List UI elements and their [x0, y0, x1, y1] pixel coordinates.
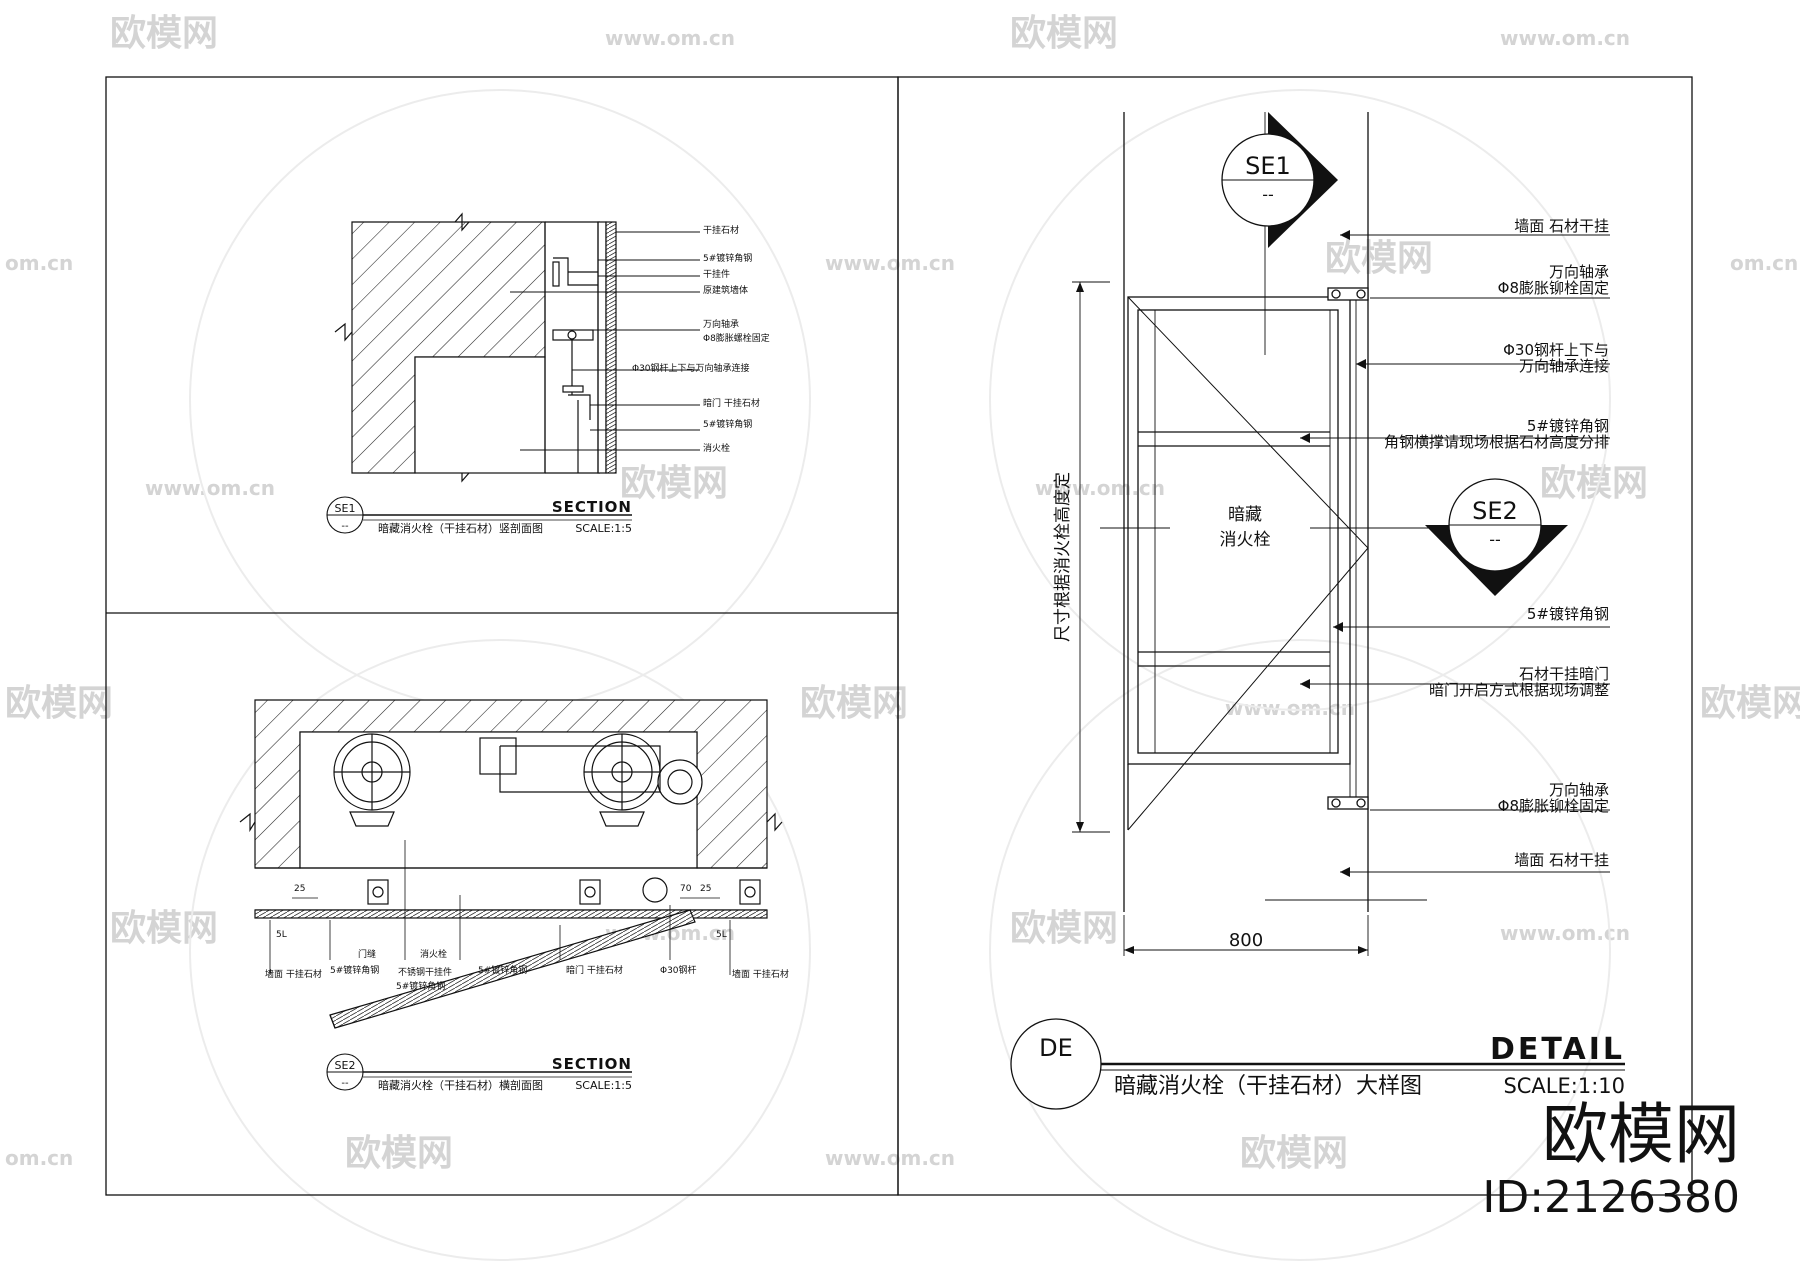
- sheet-frames: [105, 76, 1693, 1196]
- watermark-text-2: 欧模网: [1010, 13, 1118, 54]
- detail-elevation-drawing: [1072, 112, 1610, 956]
- detail-leader-arrows: [1076, 230, 1368, 954]
- watermark-text-5: www.om.cn: [825, 251, 955, 275]
- detail-title: 暗藏消火栓（干挂石材）大样图: [1114, 1074, 1422, 1099]
- se1-tag-dash: --: [341, 521, 349, 532]
- se2-dim-0: 25: [294, 884, 306, 894]
- se1-label-5: Φ8膨胀螺栓固定: [703, 334, 770, 344]
- watermark-text-21: om.cn: [5, 1146, 73, 1170]
- se1-label-4: 万向轴承: [703, 320, 740, 330]
- detail-label-angle-steel-2: 5#镀锌角钢: [1526, 605, 1609, 623]
- se2-label-3: 墙面 干挂石材: [265, 970, 322, 980]
- watermark-text-1: www.om.cn: [605, 26, 735, 50]
- se2-label-6: 5#镀锌角钢: [396, 982, 446, 992]
- detail-label-hinge-bottom: 万向轴承 Φ8膨胀铆栓固定: [1497, 781, 1609, 815]
- se1-section-label: SECTION: [552, 498, 632, 516]
- se1-title: 暗藏消火栓（干挂石材）竖剖面图: [378, 521, 543, 535]
- se1-label-1: 5#镀锌角钢: [703, 254, 753, 264]
- se2-tag-dash: --: [341, 1078, 349, 1089]
- se2-label-4: 5#镀锌角钢: [478, 966, 528, 976]
- se2-section-label: SECTION: [552, 1055, 632, 1073]
- detail-width-dim: 800: [1229, 930, 1263, 951]
- watermark-text-4: om.cn: [5, 251, 73, 275]
- se1-label-3: 原建筑墙体: [703, 286, 749, 296]
- se1-label-2: 干挂件: [703, 270, 731, 280]
- se1-label-0: 干挂石材: [703, 226, 740, 236]
- se1-label-8: 5#镀锌角钢: [703, 420, 753, 430]
- watermark-text-19: 欧模网: [1010, 908, 1118, 949]
- se1-label-6: Φ30钢杆上下与万向轴承连接: [632, 364, 750, 374]
- se1-section-drawing: [334, 212, 700, 483]
- detail-se1-dash: --: [1262, 185, 1274, 204]
- se2-dim-2: 25: [700, 884, 712, 894]
- se2-label-1: 消火栓: [420, 950, 448, 960]
- watermark-arc-2: [189, 639, 811, 1261]
- detail-label: DETAIL: [1490, 1032, 1625, 1067]
- detail-title-block: DE DETAIL 暗藏消火栓（干挂石材）大样图 SCALE:1:10: [1010, 1018, 1625, 1110]
- se2-dim-3: 5L: [276, 930, 287, 940]
- se2-scale: SCALE:1:5: [575, 1079, 632, 1092]
- watermark-text-12: 欧模网: [5, 683, 113, 724]
- detail-se2-callout: SE2 --: [1425, 478, 1568, 596]
- watermark-text-17: 欧模网: [110, 908, 218, 949]
- detail-se1-callout: SE1 --: [1221, 112, 1338, 248]
- se2-label-8: Φ30钢杆: [660, 966, 697, 976]
- se2-title: 暗藏消火栓（干挂石材）横剖面图: [378, 1078, 543, 1092]
- detail-label-hidden-door: 石材干挂暗门 暗门开启方式根据现场调整: [1428, 665, 1609, 699]
- detail-scale: SCALE:1:10: [1503, 1074, 1625, 1098]
- watermark-brand-large: 欧模网: [1542, 1096, 1740, 1173]
- watermark-layer: 欧模网 www.om.cn 欧模网 www.om.cn om.cn www.om.cn 欧模…: [5, 13, 1800, 1261]
- detail-center-text-1: 暗藏: [1228, 505, 1262, 525]
- watermark-arc-3: [989, 639, 1611, 1261]
- se2-label-9: 墙面 干挂石材: [732, 970, 789, 980]
- watermark-text-24: 欧模网: [1240, 1133, 1348, 1174]
- watermark-text-16: 欧模网: [1700, 683, 1800, 724]
- detail-label-rod: Φ30钢杆上下与 万向轴承连接: [1503, 341, 1609, 375]
- se1-tag: SE1: [335, 502, 356, 515]
- se2-dim-4: 5L: [716, 930, 727, 940]
- se2-section-drawing: [239, 699, 783, 1029]
- watermark-text-0: 欧模网: [110, 13, 218, 54]
- se1-scale: SCALE:1:5: [575, 522, 632, 535]
- watermark-text-10: www.om.cn: [1035, 476, 1165, 500]
- se1-label-7: 暗门 干挂石材: [703, 399, 760, 409]
- detail-se2-tag: SE2: [1472, 497, 1518, 525]
- detail-center-text-2: 消火栓: [1220, 530, 1271, 550]
- se2-dim-1: 70: [680, 884, 692, 894]
- se2-label-0: 门缝: [358, 950, 377, 960]
- se1-title-block: SE1 -- SECTION 暗藏消火栓（干挂石材）竖剖面图 SCALE:1:5: [326, 496, 632, 535]
- watermark-arc-1: [989, 89, 1611, 711]
- watermark-text-8: 欧模网: [620, 463, 728, 504]
- detail-label-wall-top: 墙面 石材干挂: [1514, 217, 1609, 235]
- se1-label-9: 消火栓: [703, 444, 731, 454]
- detail-label-angle-steel: 5#镀锌角钢 角钢横撑请现场根据石材高度分排: [1383, 417, 1609, 451]
- se2-label-2: 5#镀锌角钢: [330, 966, 380, 976]
- detail-vertical-dim: 尺寸根据消火栓高度定: [1053, 472, 1073, 642]
- watermark-text-22: 欧模网: [345, 1133, 453, 1174]
- se2-title-block: SE2 -- SECTION 暗藏消火栓（干挂石材）横剖面图 SCALE:1:5: [326, 1053, 632, 1092]
- watermark-text-23: www.om.cn: [825, 1146, 955, 1170]
- detail-tag: DE: [1039, 1034, 1073, 1062]
- detail-se1-tag: SE1: [1245, 152, 1291, 180]
- watermark-text-13: 欧模网: [800, 683, 908, 724]
- watermark-text-6: 欧模网: [1325, 238, 1433, 279]
- se2-label-7: 暗门 干挂石材: [566, 966, 623, 976]
- watermark-text-7: om.cn: [1730, 251, 1798, 275]
- watermark-id: ID:2126380: [1482, 1172, 1740, 1223]
- se2-label-5: 不锈钢干挂件: [398, 968, 453, 978]
- detail-label-hinge-top: 万向轴承 Φ8膨胀铆栓固定: [1497, 263, 1609, 297]
- se2-tag: SE2: [335, 1059, 356, 1072]
- watermark-text-3: www.om.cn: [1500, 26, 1630, 50]
- detail-label-wall-bottom: 墙面 石材干挂: [1514, 851, 1609, 869]
- watermark-text-9: www.om.cn: [145, 476, 275, 500]
- detail-se2-dash: --: [1489, 530, 1501, 549]
